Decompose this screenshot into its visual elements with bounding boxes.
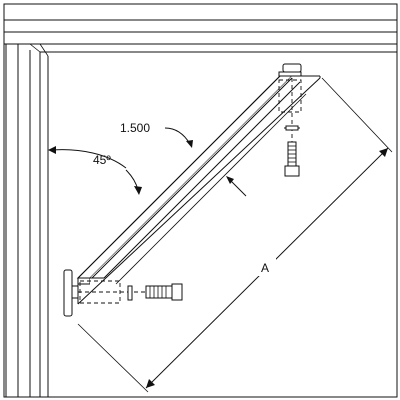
ceiling-frame [3, 3, 398, 398]
dimension-a-label: A [261, 261, 269, 275]
top-bolt-assembly [278, 63, 302, 177]
bottom-bolt-assembly [63, 269, 183, 317]
thickness-leader [164, 127, 247, 197]
thickness-label: 1.500 [120, 121, 150, 135]
angle-arc [48, 146, 142, 195]
wall-frame [5, 43, 49, 397]
diagonal-bracket [76, 67, 321, 305]
angle-label: 45º [93, 153, 111, 167]
